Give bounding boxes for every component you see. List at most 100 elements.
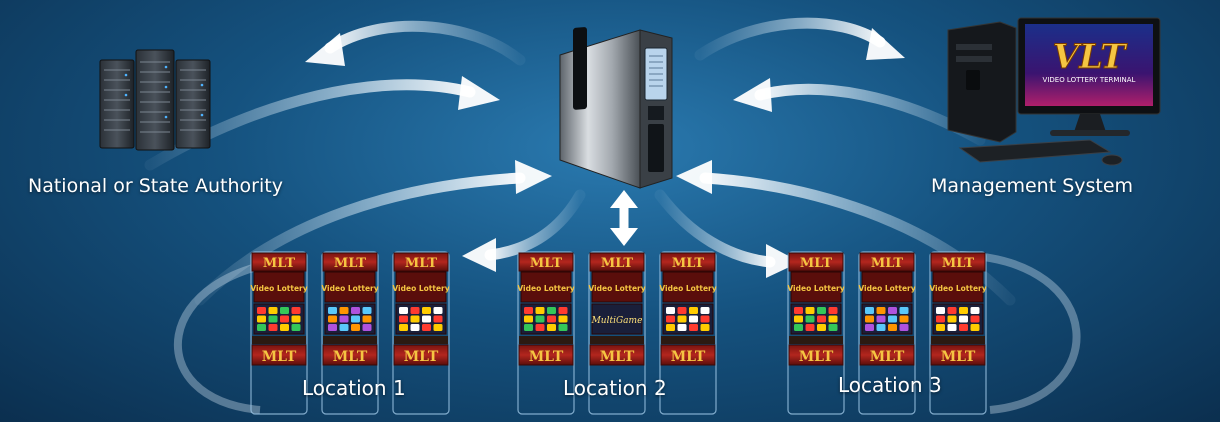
slot-reel-symbol <box>666 307 675 314</box>
slot-reel-symbol <box>268 307 278 314</box>
monitor-vlt-logo: VLT <box>1053 37 1129 77</box>
slot-reel-symbol <box>339 324 349 331</box>
slot-reel-symbol <box>899 315 909 323</box>
slot-reel-symbol <box>805 307 815 314</box>
slot-reel-symbol <box>362 324 372 331</box>
terminal-brand-bottom: MLT <box>404 349 439 365</box>
slot-reel-symbol <box>433 315 443 323</box>
slot-reel-symbol <box>876 315 886 323</box>
slot-reel-symbol <box>794 307 803 314</box>
slot-reel-symbol <box>362 307 372 314</box>
slot-reel-symbol <box>689 307 698 314</box>
slot-reel-symbol <box>410 307 420 314</box>
terminal-screen-text: Video Lottery <box>929 284 986 293</box>
arrowhead-loc3-to-server <box>676 160 712 194</box>
slot-reel-symbol <box>362 315 372 323</box>
slot-reel-symbol <box>876 324 886 331</box>
slot-reel-symbol <box>422 324 431 331</box>
management-computer-icon <box>947 17 1161 166</box>
arrowhead-loc1-to-server <box>515 160 552 194</box>
terminal-brand-bottom: MLT <box>333 349 368 365</box>
slot-reel-symbol <box>936 315 945 323</box>
arrow-server-to-management <box>694 17 886 61</box>
slot-reel-symbol <box>351 324 360 331</box>
location-2-label: Location 2 <box>563 376 667 400</box>
slot-reel-symbol <box>899 324 909 331</box>
terminal-brand-bottom: MLT <box>529 349 564 365</box>
server-rack-icon <box>99 49 211 151</box>
arrowhead-to-server-left <box>458 76 500 110</box>
slot-reel-symbol <box>700 307 710 314</box>
slot-reel-symbol <box>970 307 980 314</box>
slot-reel-symbol <box>547 315 556 323</box>
terminal-screen-text: Video Lottery <box>517 284 574 293</box>
terminal-brand-top: MLT <box>672 256 704 271</box>
terminal-game-title: MultiGame <box>591 316 643 326</box>
slot-reel-symbol <box>280 324 289 331</box>
terminal-screen-text: Video Lottery <box>659 284 716 293</box>
terminal-brand-top: MLT <box>871 256 903 271</box>
slot-reel-symbol <box>535 324 545 331</box>
slot-reel-symbol <box>970 324 980 331</box>
slot-reel-symbol <box>700 324 710 331</box>
slot-reel-symbol <box>268 315 278 323</box>
slot-reel-symbol <box>399 315 408 323</box>
slot-reel-symbol <box>558 307 568 314</box>
loop-curve-left <box>174 256 301 414</box>
slot-reel-symbol <box>257 315 266 323</box>
central-server-icon <box>559 27 673 189</box>
terminal-brand-top: MLT <box>405 256 437 271</box>
slot-reel-symbol <box>524 315 533 323</box>
slot-reel-symbol <box>959 324 968 331</box>
slot-reel-symbol <box>970 315 980 323</box>
slot-reel-symbol <box>947 307 957 314</box>
slot-reel-symbol <box>257 324 266 331</box>
slot-reel-symbol <box>828 315 838 323</box>
slot-reel-symbol <box>524 307 533 314</box>
slot-reel-symbol <box>399 307 408 314</box>
terminal-brand-bottom: MLT <box>262 349 297 365</box>
slot-reel-symbol <box>805 315 815 323</box>
slot-reel-symbol <box>433 307 443 314</box>
terminal-brand-bottom: MLT <box>941 349 976 365</box>
slot-reel-symbol <box>351 307 360 314</box>
location-1-label: Location 1 <box>302 376 406 400</box>
slot-reel-symbol <box>328 315 337 323</box>
slot-reel-symbol <box>558 315 568 323</box>
slot-reel-symbol <box>291 324 301 331</box>
slot-reel-symbol <box>677 324 687 331</box>
slot-reel-symbol <box>280 307 289 314</box>
loop-curve-right <box>959 251 1081 414</box>
terminal-brand-top: MLT <box>601 256 633 271</box>
slot-reel-symbol <box>805 324 815 331</box>
slot-reel-symbol <box>689 315 698 323</box>
slot-reel-symbol <box>328 307 337 314</box>
slot-reel-symbol <box>677 315 687 323</box>
slot-reel-symbol <box>268 324 278 331</box>
arrow-server-to-loc3 <box>654 189 776 268</box>
slot-reel-symbol <box>666 324 675 331</box>
slot-reel-symbol <box>399 324 408 331</box>
slot-reel-symbol <box>876 307 886 314</box>
slot-reel-symbol <box>817 307 826 314</box>
slot-reel-symbol <box>817 315 826 323</box>
terminal-screen-text: Video Lottery <box>321 284 378 293</box>
slot-reel-symbol <box>558 324 568 331</box>
slot-reel-symbol <box>947 315 957 323</box>
arrowhead-loc2-down <box>610 228 638 246</box>
arrow-server-to-authority <box>324 20 526 66</box>
slot-reel-symbol <box>524 324 533 331</box>
slot-reel-symbol <box>959 315 968 323</box>
slot-reel-symbol <box>547 307 556 314</box>
arrow-management-to-server <box>754 83 986 146</box>
slot-reel-symbol <box>677 307 687 314</box>
terminal-brand-top: MLT <box>942 256 974 271</box>
